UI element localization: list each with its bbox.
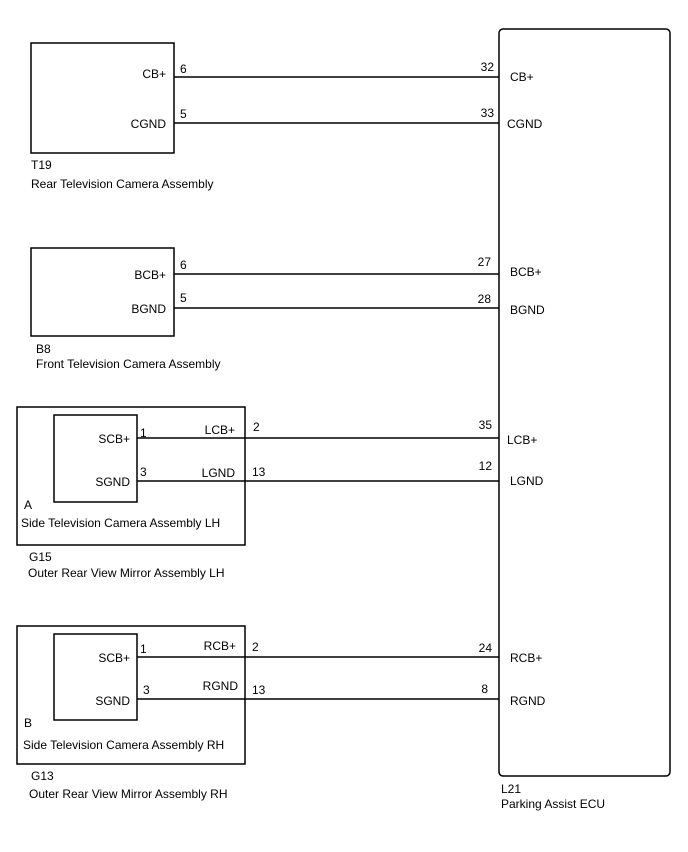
side-camera-rh-pin-number: 3 xyxy=(143,683,150,697)
side-camera-lh-name: Side Television Camera Assembly LH xyxy=(21,516,220,530)
mirror-lh-name: Outer Rear View Mirror Assembly LH xyxy=(28,566,225,580)
side-camera-lh-pin-label: SCB+ xyxy=(98,432,130,446)
mirror-rh-box xyxy=(16,625,246,765)
side-camera-rh-pin-label: SCB+ xyxy=(98,651,130,665)
front-camera-pin-label: BCB+ xyxy=(134,268,166,282)
side-camera-rh-box xyxy=(53,633,138,721)
mirror-lh-code: G15 xyxy=(29,550,52,564)
ecu-pin-label: LCB+ xyxy=(507,433,537,447)
ecu-name: Parking Assist ECU xyxy=(501,797,605,811)
rear-camera-pin-label: CGND xyxy=(131,117,167,131)
rear-camera-pin-number: 6 xyxy=(180,62,187,76)
front-camera-box xyxy=(30,247,175,337)
front-camera-pin-number: 5 xyxy=(180,291,187,305)
ecu-pin-label: CB+ xyxy=(510,70,534,84)
ecu-box xyxy=(498,28,671,777)
rear-camera-box xyxy=(30,42,175,154)
ecu-pin-label: LGND xyxy=(510,474,544,488)
mirror-lh-box xyxy=(16,406,246,546)
side-camera-lh-pin-number: 3 xyxy=(140,465,147,479)
ecu-pin-number: 8 xyxy=(481,682,488,696)
ecu-pin-label: BGND xyxy=(510,303,545,317)
mirror-rh-name: Outer Rear View Mirror Assembly RH xyxy=(29,787,228,801)
rear-camera-pin-number: 5 xyxy=(180,107,187,121)
ecu-pin-label: BCB+ xyxy=(510,265,542,279)
ecu-pin-label: RCB+ xyxy=(510,651,542,665)
rear-camera-code: T19 xyxy=(31,158,52,172)
ecu-pin-number: 24 xyxy=(479,641,493,655)
front-camera-pin-label: BGND xyxy=(131,302,166,316)
ecu-pin-number: 35 xyxy=(479,418,493,432)
mirror-rh-wire-label: RGND xyxy=(203,679,239,693)
mirror-lh-wire-label: LGND xyxy=(202,466,236,480)
mirror-lh-pin-number: 2 xyxy=(253,420,260,434)
side-camera-lh-pin-label: SGND xyxy=(95,475,130,489)
rear-camera-name: Rear Television Camera Assembly xyxy=(31,177,214,191)
mirror-lh-wire-label: LCB+ xyxy=(205,423,235,437)
side-camera-lh-pin-number: 1 xyxy=(140,426,147,440)
ecu-pin-number: 12 xyxy=(479,459,493,473)
side-camera-rh-pin-label: SGND xyxy=(95,694,130,708)
side-camera-lh-box xyxy=(53,414,138,503)
side-camera-rh-pin-number: 1 xyxy=(140,642,147,656)
ecu-pin-number: 33 xyxy=(481,106,495,120)
mirror-rh-pin-number: 13 xyxy=(252,683,266,697)
front-camera-name: Front Television Camera Assembly xyxy=(36,357,221,371)
mirror-rh-pin-number: 2 xyxy=(252,640,259,654)
ecu-pin-number: 28 xyxy=(478,292,492,306)
side-camera-lh-letter: A xyxy=(24,498,32,512)
ecu-pin-number: 32 xyxy=(481,60,495,74)
side-camera-rh-letter: B xyxy=(24,716,32,730)
mirror-rh-wire-label: RCB+ xyxy=(204,639,236,653)
ecu-pin-label: RGND xyxy=(510,694,546,708)
ecu-pin-label: CGND xyxy=(507,117,543,131)
front-camera-pin-number: 6 xyxy=(180,258,187,272)
front-camera-code: B8 xyxy=(36,342,51,356)
ecu-code: L21 xyxy=(501,782,521,796)
side-camera-rh-name: Side Television Camera Assembly RH xyxy=(23,738,224,752)
mirror-rh-code: G13 xyxy=(31,769,54,783)
rear-camera-pin-label: CB+ xyxy=(142,67,166,81)
ecu-pin-number: 27 xyxy=(478,255,492,269)
mirror-lh-pin-number: 13 xyxy=(252,465,266,479)
